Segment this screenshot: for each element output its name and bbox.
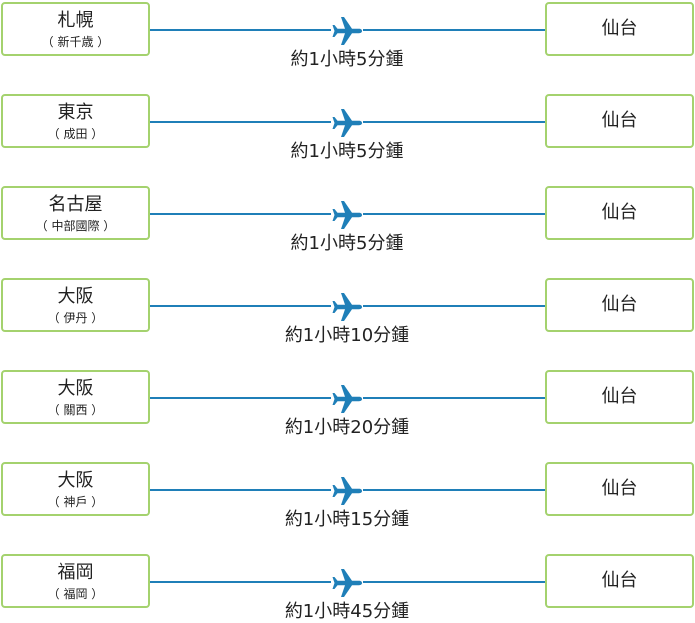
airplane-icon — [331, 291, 363, 323]
airplane-icon — [331, 15, 363, 47]
origin-box: 東京 （ 成田 ） — [1, 94, 150, 148]
destination-box: 仙台 — [545, 462, 694, 516]
flight-duration: 約1小時5分鍾 — [290, 49, 404, 70]
destination-box: 仙台 — [545, 186, 694, 240]
destination-city: 仙台 — [601, 110, 638, 131]
origin-airport: （ 神戶 ） — [47, 495, 104, 509]
route-row: 名古屋 （ 中部國際 ） 約1小時5分鍾 仙台 — [0, 186, 695, 254]
destination-city: 仙台 — [601, 478, 638, 499]
origin-city: 大阪 — [57, 378, 94, 399]
airplane-icon — [331, 107, 363, 139]
origin-box: 福岡 （ 福岡 ） — [1, 554, 150, 608]
destination-city: 仙台 — [601, 386, 638, 407]
origin-city: 大阪 — [57, 470, 94, 491]
flight-duration: 約1小時10分鍾 — [284, 325, 410, 346]
route-row: 東京 （ 成田 ） 約1小時5分鍾 仙台 — [0, 94, 695, 162]
origin-airport: （ 成田 ） — [47, 127, 104, 141]
origin-city: 大阪 — [57, 286, 94, 307]
origin-airport: （ 新千歳 ） — [41, 35, 110, 49]
route-row: 大阪 （ 伊丹 ） 約1小時10分鍾 仙台 — [0, 278, 695, 346]
flight-duration: 約1小時45分鍾 — [284, 601, 410, 622]
origin-box: 大阪 （ 伊丹 ） — [1, 278, 150, 332]
origin-city: 名古屋 — [48, 194, 103, 215]
flight-duration: 約1小時5分鍾 — [290, 141, 404, 162]
airplane-icon — [331, 475, 363, 507]
destination-box: 仙台 — [545, 370, 694, 424]
route-row: 大阪 （ 關西 ） 約1小時20分鍾 仙台 — [0, 370, 695, 438]
destination-box: 仙台 — [545, 94, 694, 148]
destination-box: 仙台 — [545, 2, 694, 56]
destination-city: 仙台 — [601, 202, 638, 223]
flight-duration: 約1小時20分鍾 — [284, 417, 410, 438]
origin-box: 名古屋 （ 中部國際 ） — [1, 186, 150, 240]
route-row: 大阪 （ 神戶 ） 約1小時15分鍾 仙台 — [0, 462, 695, 530]
origin-city: 東京 — [57, 102, 94, 123]
origin-airport: （ 伊丹 ） — [47, 311, 104, 325]
destination-city: 仙台 — [601, 18, 638, 39]
destination-box: 仙台 — [545, 554, 694, 608]
route-row: 札幌 （ 新千歳 ） 約1小時5分鍾 仙台 — [0, 2, 695, 70]
origin-box: 大阪 （ 神戶 ） — [1, 462, 150, 516]
destination-city: 仙台 — [601, 570, 638, 591]
destination-box: 仙台 — [545, 278, 694, 332]
route-row: 福岡 （ 福岡 ） 約1小時45分鍾 仙台 — [0, 554, 695, 622]
origin-airport: （ 中部國際 ） — [35, 219, 116, 233]
origin-city: 福岡 — [57, 562, 94, 583]
origin-airport: （ 福岡 ） — [47, 587, 104, 601]
airplane-icon — [331, 383, 363, 415]
airplane-icon — [331, 199, 363, 231]
flight-duration: 約1小時5分鍾 — [290, 233, 404, 254]
origin-box: 大阪 （ 關西 ） — [1, 370, 150, 424]
destination-city: 仙台 — [601, 294, 638, 315]
origin-box: 札幌 （ 新千歳 ） — [1, 2, 150, 56]
origin-airport: （ 關西 ） — [47, 403, 104, 417]
airplane-icon — [331, 567, 363, 599]
origin-city: 札幌 — [57, 10, 94, 31]
flight-duration: 約1小時15分鍾 — [284, 509, 410, 530]
